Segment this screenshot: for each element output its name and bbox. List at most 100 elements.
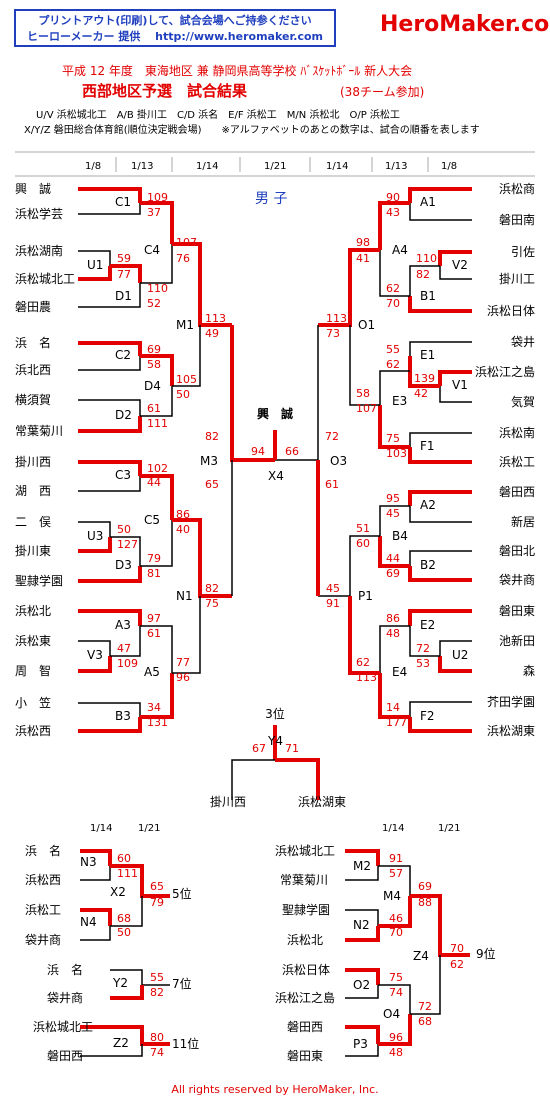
match-code-0: C1 xyxy=(115,195,131,209)
team-left-13[interactable]: 聖隷学園 xyxy=(15,573,63,588)
pr-score-6: 70 xyxy=(450,942,464,955)
winner-path xyxy=(78,537,112,553)
team-left-5[interactable]: 浜 名 xyxy=(15,335,51,350)
team-right-18[interactable]: 浜松湖東 xyxy=(487,723,535,738)
winner-path xyxy=(172,518,232,598)
team-left-3[interactable]: 浜松城北工 xyxy=(15,272,75,286)
winner-path xyxy=(78,341,142,356)
pr-code-0: M2 xyxy=(353,859,371,873)
team-right-10[interactable]: 磐田西 xyxy=(499,485,535,499)
team-left-14[interactable]: 浜松北 xyxy=(15,604,51,618)
pr-score-0: 91 xyxy=(389,852,403,865)
bracket-line xyxy=(78,203,141,215)
team-left-8[interactable]: 常葉菊川 xyxy=(15,424,63,438)
team-left-7[interactable]: 横須賀 xyxy=(15,393,51,407)
score-39: 61 xyxy=(325,478,339,491)
pr-team-4[interactable]: 浜松日体 xyxy=(282,963,330,977)
score-36: 94 xyxy=(251,445,265,458)
pl-team-6[interactable]: 浜松城北工 xyxy=(33,1020,93,1034)
team-left-6[interactable]: 浜北西 xyxy=(15,363,51,377)
team-left-12[interactable]: 掛川東 xyxy=(15,543,51,558)
pl-team-1[interactable]: 浜松西 xyxy=(25,873,61,887)
team-left-0[interactable]: 興 誠 xyxy=(15,182,51,196)
team-left-11[interactable]: 二 俣 xyxy=(15,515,51,529)
team-right-8[interactable]: 浜松南 xyxy=(499,425,535,440)
winner-path xyxy=(110,985,144,1000)
team-right-0[interactable]: 浜松商 xyxy=(499,181,535,196)
score-32: 82 xyxy=(205,582,219,595)
pl-team-3[interactable]: 袋井商 xyxy=(25,932,61,947)
team-right-7[interactable]: 気賀 xyxy=(511,394,535,409)
bracket-line xyxy=(410,955,441,1015)
winner-path xyxy=(408,356,440,388)
team-right-15[interactable]: 池新田 xyxy=(499,633,535,648)
pl-score-5: 50 xyxy=(117,926,131,939)
team-left-15[interactable]: 浜松東 xyxy=(15,634,51,648)
pr-score-10: 72 xyxy=(418,1000,432,1013)
pl-team-0[interactable]: 浜 名 xyxy=(25,843,61,858)
winner-path xyxy=(78,656,112,673)
team-right-17[interactable]: 芥田学園 xyxy=(487,694,535,709)
bracket-line xyxy=(78,640,111,656)
team-right-3[interactable]: 掛川工 xyxy=(499,271,535,286)
bracket-line xyxy=(409,203,472,221)
score-63: 69 xyxy=(386,567,400,580)
team-right-5[interactable]: 袋井 xyxy=(511,335,535,349)
winner-path xyxy=(110,864,170,898)
team-left-2[interactable]: 浜松湖南 xyxy=(15,243,63,258)
match-code-13: V3 xyxy=(87,648,103,662)
team-right-6[interactable]: 浜松江之島 xyxy=(475,364,535,379)
pr-team-5[interactable]: 浜松江之島 xyxy=(275,990,335,1005)
pr-team-7[interactable]: 磐田東 xyxy=(287,1049,323,1063)
bracket-line xyxy=(345,909,379,926)
team-left-9[interactable]: 掛川西 xyxy=(15,454,51,469)
score-27: 109 xyxy=(117,657,138,670)
team-left-18[interactable]: 浜松西 xyxy=(15,724,51,738)
team-right-2[interactable]: 引佐 xyxy=(511,245,535,259)
pl-date-0: 1/14 xyxy=(90,823,112,834)
pr-team-1[interactable]: 常葉菊川 xyxy=(280,873,328,887)
bracket-line xyxy=(345,985,379,999)
team-left-4[interactable]: 磐田農 xyxy=(15,300,51,314)
bracket-line xyxy=(439,266,472,280)
score-43: 41 xyxy=(356,252,370,265)
pl-team-2[interactable]: 浜松工 xyxy=(25,903,61,917)
third-team-0[interactable]: 掛川西 xyxy=(210,794,246,809)
pr-team-6[interactable]: 磐田西 xyxy=(287,1020,323,1034)
winner-path xyxy=(438,250,472,266)
banner-line2[interactable]: ヒーローメーカー 提供 http://www.heromaker.com xyxy=(26,30,324,43)
pl-team-5[interactable]: 袋井商 xyxy=(47,990,83,1005)
team-left-16[interactable]: 周 智 xyxy=(15,663,51,678)
heromaker-logo[interactable]: HeroMaker.com xyxy=(380,12,550,37)
bracket-line xyxy=(409,341,472,356)
match-code-1: U1 xyxy=(87,258,103,272)
pr-score-3: 88 xyxy=(418,896,432,909)
team-left-17[interactable]: 小 笠 xyxy=(15,695,51,710)
score-73: 91 xyxy=(326,597,340,610)
team-right-13[interactable]: 袋井商 xyxy=(499,572,535,587)
pr-team-0[interactable]: 浜松城北工 xyxy=(275,844,335,858)
team-right-12[interactable]: 磐田北 xyxy=(499,544,535,558)
score-22: 79 xyxy=(147,552,161,565)
team-right-1[interactable]: 磐田南 xyxy=(499,212,535,227)
score-41: 43 xyxy=(386,206,400,219)
team-right-16[interactable]: 森 xyxy=(523,663,535,678)
winner-path xyxy=(80,1025,170,1046)
third-team-1[interactable]: 浜松湖東 xyxy=(298,794,346,809)
pl-score-1: 111 xyxy=(117,867,138,880)
team-right-9[interactable]: 浜松工 xyxy=(499,455,535,469)
match-code-7: M1 xyxy=(176,318,194,332)
pl-team-7[interactable]: 磐田西 xyxy=(47,1049,83,1063)
pr-score-7: 62 xyxy=(450,958,464,971)
team-right-14[interactable]: 磐田東 xyxy=(499,604,535,618)
pr-team-3[interactable]: 浜松北 xyxy=(287,933,323,947)
pr-team-2[interactable]: 聖隷学園 xyxy=(282,902,330,917)
match-code-19: O3 xyxy=(330,454,347,468)
team-right-11[interactable]: 新居 xyxy=(511,514,535,529)
team-left-1[interactable]: 浜松学芸 xyxy=(15,206,63,221)
pl-team-4[interactable]: 浜 名 xyxy=(47,962,83,977)
match-code-18: X4 xyxy=(268,469,284,483)
match-code-14: A5 xyxy=(144,665,160,679)
team-right-4[interactable]: 浜松日体 xyxy=(487,304,535,318)
team-left-10[interactable]: 湖 西 xyxy=(15,483,51,498)
